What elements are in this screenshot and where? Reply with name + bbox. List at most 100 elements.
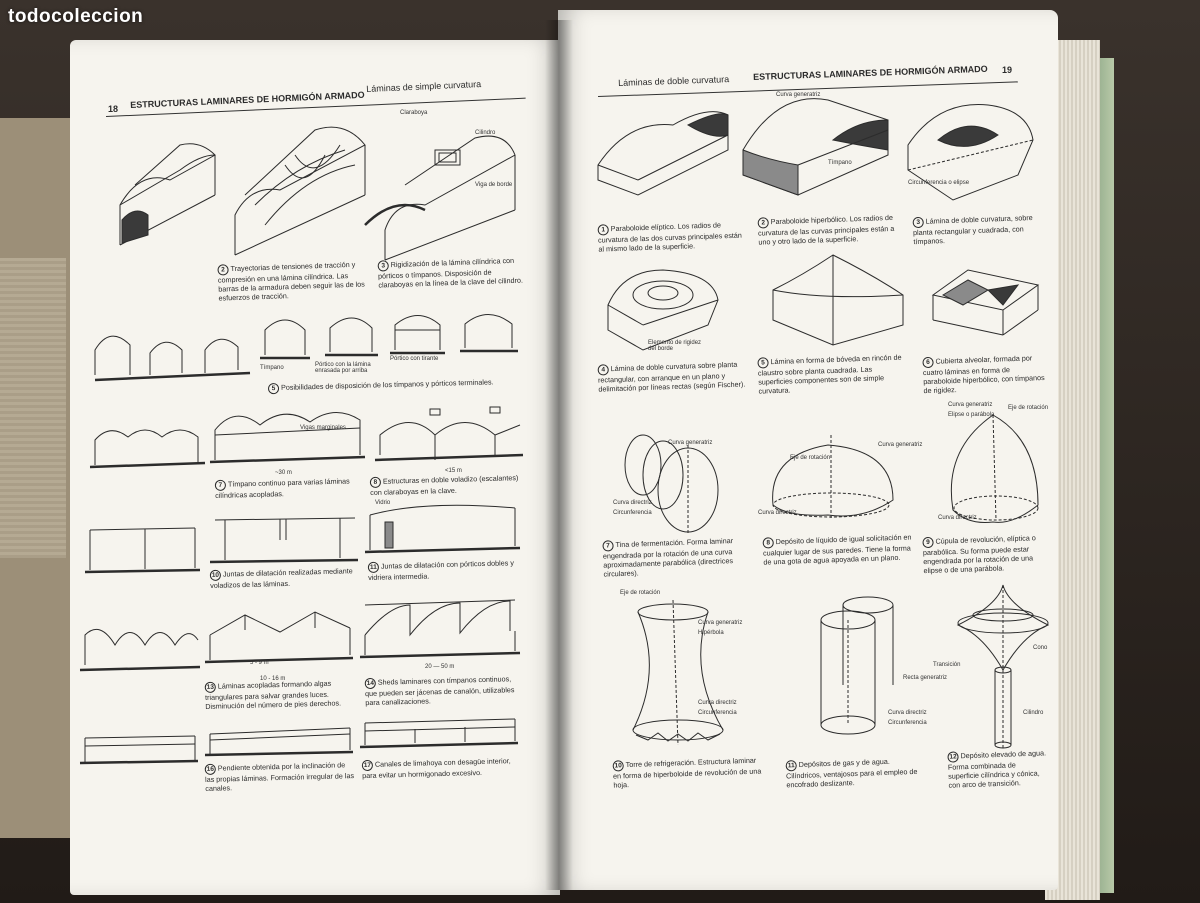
label-timpano-r: Tímpano (828, 160, 852, 166)
label-elipse-parabola: Elipse o parábola (948, 412, 995, 418)
label-cono: Cono (1033, 645, 1048, 651)
label-curva-directriz-1: Curva directriz (613, 500, 652, 506)
sheds-individual (79, 628, 201, 672)
label-curva-directriz-3: Curva directriz (938, 515, 977, 521)
alveolar-roof-diagram (931, 269, 1040, 336)
elevated-water-tank-diagram (956, 584, 1050, 750)
label-eje-rotacion-1: Eje de rotación (790, 455, 831, 461)
label-curva-generatriz-1: Curva generatriz (776, 92, 821, 98)
coupled-shells-diagram (89, 429, 206, 469)
limahoya-channels-diagram (359, 718, 519, 749)
label-hiperbola: Hipérbola (698, 630, 724, 636)
right-page: Láminas de doble curvatura ESTRUCTURAS L… (558, 10, 1058, 890)
continuous-timpano-diagram (209, 412, 366, 464)
label-vigas-marginales: Vigas marginales (300, 425, 346, 431)
label-circunferencia-elipse: Circunferencia o elipse (908, 180, 970, 186)
adjacent-page-edge (0, 258, 66, 558)
fermentation-vats-diagram (624, 434, 719, 533)
rigidized-cylinder-diagram (364, 135, 516, 261)
label-recta-generatriz: Recta generatriz (903, 675, 948, 681)
expansion-joint-portico (364, 504, 521, 554)
right-page-number: 19 (1002, 65, 1013, 75)
label-cilindro: Cilindro (475, 130, 496, 136)
book-cover-left (0, 118, 72, 838)
watermark-text: todocoleccion (8, 6, 144, 27)
label-dim-20-50: 20 — 50 m (425, 664, 455, 670)
label-dim-5-9: 5 - 9 m (250, 660, 269, 666)
label-transicion: Transición (933, 662, 961, 668)
timpano-portico-options (260, 314, 518, 360)
label-circunferencia-3: Circunferencia (888, 720, 927, 726)
right-section-title: Láminas de doble curvatura (618, 74, 730, 88)
label-viga-borde: Viga de borde (475, 182, 513, 188)
label-curva-generatriz-2: Curva generatriz (668, 440, 713, 446)
label-curva-directriz-5: Curva directriz (888, 710, 927, 716)
flat-roof-a (79, 735, 199, 765)
cooling-tower-diagram (632, 599, 724, 746)
label-curva-generatriz-3: Curva generatriz (878, 442, 923, 448)
hyperbolic-paraboloid-diagram (742, 98, 889, 196)
book-gutter-shadow (545, 20, 573, 890)
cylindrical-tanks-diagram (820, 596, 894, 735)
label-dim-10-16: 10 - 16 m (260, 676, 286, 682)
label-curva-generatriz-5: Curva generatriz (698, 620, 743, 626)
water-drop-tank-diagram (772, 435, 894, 520)
expansion-joint-cantilever (209, 517, 359, 564)
stress-trajectory-diagram (234, 126, 366, 256)
revolution-dome-diagram (950, 414, 1039, 523)
label-portico-lamina: Pórtico con la lámina enrasada por arrib… (315, 362, 371, 374)
label-eje-rotacion-2: Eje de rotación (1008, 405, 1049, 411)
arch-shells-row (94, 335, 251, 382)
label-eje-rotacion-3: Eje de rotación (620, 590, 661, 596)
label-curva-generatriz-4: Curva generatriz (948, 402, 993, 408)
label-circunferencia-1: Circunferencia (613, 510, 652, 516)
expansion-joint-a (84, 527, 201, 574)
label-curva-directriz-4: Curva directriz (698, 700, 737, 706)
elliptic-paraboloid-diagram (597, 111, 729, 196)
double-curvature-timpanos-diagram (907, 104, 1034, 201)
fischer-shell-diagram (607, 269, 719, 351)
inclined-shells-diagram (204, 727, 354, 757)
label-curva-directriz-2: Curva directriz (758, 510, 797, 516)
label-claraboya: Claraboya (400, 110, 428, 116)
label-dim-30: ~30 m (275, 470, 292, 476)
left-page-number: 18 (108, 104, 119, 114)
triangular-shells-diagram (204, 611, 354, 664)
shed-timpano-diagram (359, 599, 521, 659)
label-dim-15: <15 m (445, 468, 462, 474)
cylinder-shell-diagram (119, 143, 216, 246)
label-portico-tirante: Pórtico con tirante (390, 356, 439, 362)
label-elemento-rigidez: Elemento de rigidez del borde (648, 340, 702, 352)
label-cilindro-r: Cilindro (1023, 710, 1044, 716)
cloister-vault-diagram (772, 254, 904, 346)
double-cantilever-diagram (374, 406, 524, 462)
left-section-title: Láminas de simple curvatura (366, 78, 482, 94)
label-circunferencia-2: Circunferencia (698, 710, 737, 716)
label-timpano: Tímpano (260, 365, 284, 371)
label-vidrio: Vidrio (375, 500, 391, 506)
left-page: 18 ESTRUCTURAS LAMINARES DE HORMIGÓN ARM… (70, 40, 560, 895)
